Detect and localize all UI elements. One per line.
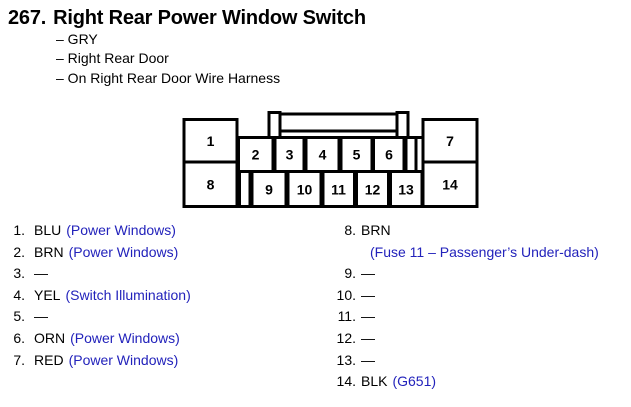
pin-number: 5. xyxy=(13,308,25,325)
pin-row-11: 11. — xyxy=(330,306,599,328)
pin-number: 9. xyxy=(344,265,356,282)
wire-color: — xyxy=(361,308,375,325)
pin-row-13: 13. — xyxy=(330,350,599,372)
wire-color: BRN xyxy=(361,222,391,238)
connector-diagram: 1 2 3 4 5 6 7 8 9 10 11 12 13 14 xyxy=(182,111,479,208)
pin-row-6: 6. ORN(Power Windows) xyxy=(0,328,191,350)
pin-cavity-8 xyxy=(182,160,239,208)
pin-number: 11. xyxy=(337,308,356,325)
pin-label-3: 3 xyxy=(286,147,294,163)
pin-list-right: 8. BRN (Fuse 11 – Passenger’s Under-dash)… xyxy=(330,220,599,393)
pin-label-12: 12 xyxy=(365,182,381,198)
pin-number: 6. xyxy=(13,329,25,346)
pin-row-10: 10. — xyxy=(330,285,599,307)
section-number: 267. xyxy=(8,7,47,29)
pin-description: (Power Windows) xyxy=(70,329,180,346)
section-header: 267. Right Rear Power Window Switch xyxy=(8,7,366,29)
pin-label-10: 10 xyxy=(297,182,313,198)
pin-cavity-14 xyxy=(421,160,479,208)
pin-description: (Fuse 11 – Passenger’s Under-dash) xyxy=(370,243,599,260)
pin-label-2: 2 xyxy=(252,147,260,163)
blank-cavity-top xyxy=(404,136,418,173)
detail-color-line: – GRY xyxy=(56,31,98,47)
wire-color: BRN xyxy=(34,243,64,260)
pin-label-1: 1 xyxy=(207,133,215,149)
pin-row-7: 7. RED(Power Windows) xyxy=(0,350,191,372)
pin-number: 7. xyxy=(13,351,25,368)
detail-harness-line: – On Right Rear Door Wire Harness xyxy=(56,69,281,86)
pin-label-5: 5 xyxy=(353,147,361,163)
wire-color: — xyxy=(361,286,375,303)
pin-row-8: 8. BRN xyxy=(330,220,599,242)
pin-list-left: 1.BLU(Power Windows) 2.BRN(Power Windows… xyxy=(0,220,191,372)
pin-row-2: 2. BRN(Power Windows) xyxy=(0,242,191,264)
pin-cavity-12 xyxy=(355,170,390,208)
pin-description: (Power Windows) xyxy=(68,243,179,260)
pin-description: (Switch Illumination) xyxy=(65,286,191,303)
pin-row-1: 1. BLU(Power Windows) xyxy=(0,220,191,242)
wire-color: BLK xyxy=(361,373,388,390)
pin-row-4: 4. YEL(Switch Illumination) xyxy=(0,285,191,307)
pin-cavity-4 xyxy=(304,136,341,173)
wire-color: BLU xyxy=(34,222,62,238)
wire-color: ORN xyxy=(34,329,66,346)
pin-row-5: 5. — xyxy=(0,306,191,328)
pin-label-13: 13 xyxy=(398,182,414,198)
pin-label-4: 4 xyxy=(319,147,327,163)
wire-color: — xyxy=(361,351,375,368)
pin-label-7: 7 xyxy=(446,133,454,149)
pin-label-9: 9 xyxy=(265,182,273,198)
page-title: Right Rear Power Window Switch xyxy=(53,7,366,29)
pin-cavity-11 xyxy=(321,170,356,208)
connector-latch-post-right xyxy=(395,111,410,140)
pin-number: 13. xyxy=(336,351,356,368)
pin-number: 10. xyxy=(336,286,356,303)
pin-label-11: 11 xyxy=(331,182,346,198)
pin-row-12: 12. — xyxy=(330,328,599,350)
pin-number: 3. xyxy=(13,265,25,282)
pin-row-14: 14. BLK(G651) xyxy=(330,371,599,393)
pin-row-3: 3. — xyxy=(0,263,191,285)
pin-number: 4. xyxy=(13,286,25,303)
pin-description: (Power Windows) xyxy=(68,351,179,368)
connector-details: – GRY – Right Rear Door – On Right Rear … xyxy=(56,30,280,88)
connector-latch-bar xyxy=(275,112,401,133)
pin-number: 8. xyxy=(344,222,356,238)
pin-number: 12. xyxy=(336,329,356,346)
wire-color: RED xyxy=(34,351,64,368)
pin-description: (G651) xyxy=(392,373,437,390)
wire-color: — xyxy=(34,308,48,325)
blank-cavity-bottom xyxy=(238,170,252,208)
wire-color: — xyxy=(361,265,375,282)
connector-latch-post-left xyxy=(267,111,282,140)
wire-color: YEL xyxy=(34,286,61,303)
pin-description: (Power Windows) xyxy=(66,222,176,238)
pin-label-14: 14 xyxy=(442,177,458,193)
pin-cavity-10 xyxy=(286,170,323,208)
pin-label-8: 8 xyxy=(207,177,215,193)
wire-color: — xyxy=(34,265,48,282)
pin-number: 14. xyxy=(336,373,356,390)
detail-location-line: – Right Rear Door xyxy=(56,50,169,67)
pin-label-6: 6 xyxy=(385,147,393,163)
pin-number: 2. xyxy=(13,243,25,260)
pin-cavity-9 xyxy=(250,170,288,208)
pin-cavity-6 xyxy=(372,136,406,173)
pin-row-9: 9. — xyxy=(330,263,599,285)
pin-number: 1. xyxy=(13,222,25,238)
pin-8-description-continuation: (Fuse 11 – Passenger’s Under-dash) xyxy=(330,242,599,264)
wire-color: — xyxy=(361,329,375,346)
